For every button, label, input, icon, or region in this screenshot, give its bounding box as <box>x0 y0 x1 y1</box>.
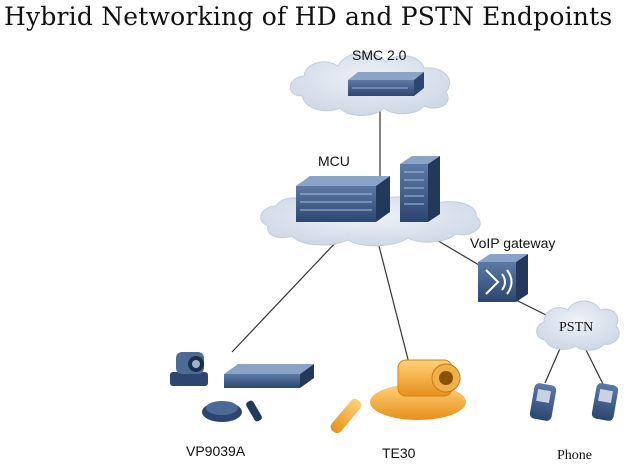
video-endpoint-icon <box>170 352 314 422</box>
vp9039a-label: VP9039A <box>186 443 246 459</box>
pstn-cloud <box>536 300 620 351</box>
diagram-title: Hybrid Networking of HD and PSTN Endpoin… <box>4 2 613 31</box>
gateway-icon <box>478 254 528 302</box>
link-pstn-phone-1 <box>544 343 563 384</box>
pstn-label: PSTN <box>559 320 593 335</box>
server-icon <box>348 72 424 96</box>
voip-gateway-label: VoIP gateway <box>470 235 555 251</box>
phone-handset-2 <box>591 383 619 421</box>
phone-icon <box>529 383 619 421</box>
link-mcu-te30 <box>377 241 413 376</box>
mcu-chassis-icon <box>296 156 440 222</box>
phone-handset-1 <box>529 383 557 421</box>
te30-label: TE30 <box>382 445 416 461</box>
camera-endpoint-icon <box>330 359 466 434</box>
link-mcu-vp9039a <box>231 239 339 353</box>
mcu-label: MCU <box>318 153 350 169</box>
phone-label: Phone <box>557 448 592 463</box>
smc-label: SMC 2.0 <box>352 47 407 63</box>
